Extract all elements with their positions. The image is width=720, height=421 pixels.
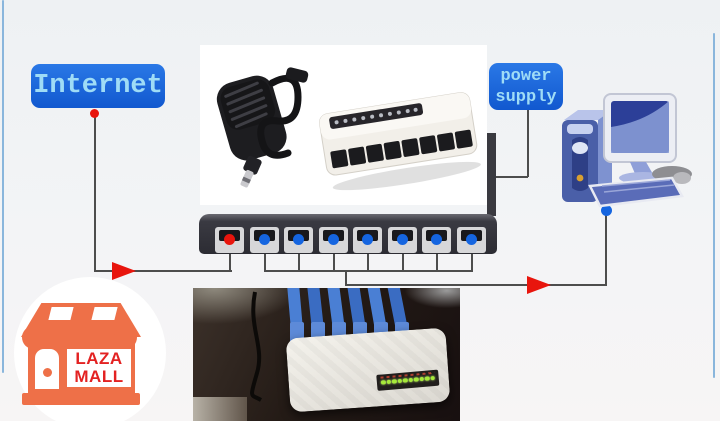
awning-window	[48, 307, 74, 320]
port-led-dot	[465, 233, 477, 245]
awning-window	[91, 307, 118, 320]
switch-port	[318, 227, 348, 253]
wire-port-bus	[263, 270, 473, 272]
port-led-dot	[362, 233, 373, 245]
port-led-dot	[431, 233, 442, 245]
wire-to-computer	[345, 284, 607, 286]
installed-switch-photo	[193, 288, 460, 421]
power-supply-label-line1: power	[500, 66, 552, 86]
store-base	[22, 393, 140, 405]
wire-port2-drop	[263, 250, 266, 272]
switch-port	[215, 227, 244, 253]
led-dot	[391, 379, 397, 384]
frame-right-line	[713, 33, 715, 378]
switch-port	[284, 227, 313, 253]
led-dot	[380, 379, 386, 385]
logo-text-line1: LAZA	[75, 349, 123, 368]
wire-port7-drop	[436, 250, 438, 272]
port-led-dot	[396, 233, 408, 245]
led-dot	[397, 378, 403, 384]
awning-scallop	[91, 326, 114, 349]
frame-left-line	[2, 0, 4, 373]
power-supply-label-box: power supply	[489, 63, 563, 110]
port-led-dot	[258, 233, 270, 245]
switch-port	[387, 227, 417, 253]
led-dot	[430, 375, 435, 381]
arrow-switch-to-computer	[527, 276, 551, 294]
internet-label: Internet	[33, 71, 163, 101]
awning-scallop	[114, 326, 137, 349]
logo-text-line2: MALL	[74, 367, 124, 386]
awning-scallop	[68, 326, 91, 349]
internet-node-dot	[89, 108, 99, 118]
wire-internet-down	[93, 116, 96, 271]
photo-corner-detail	[193, 397, 247, 421]
desktop-computer-illustration	[562, 93, 692, 208]
wire-port4-drop	[332, 250, 335, 272]
switch-port	[456, 227, 486, 253]
wire-port8-drop	[470, 250, 473, 272]
store-sign: LAZA MALL	[64, 346, 134, 390]
led-dot	[386, 379, 392, 385]
switch-port	[249, 227, 279, 253]
internet-label-box: Internet	[31, 64, 165, 108]
wire-bus-drop	[345, 270, 347, 286]
white-switch-photo	[319, 92, 481, 191]
switch-port	[422, 227, 451, 253]
wire-internet-across	[93, 270, 232, 272]
awning-scallop	[45, 326, 68, 349]
black-cable	[250, 291, 263, 402]
wire-port3-drop	[298, 250, 300, 272]
led-dot	[402, 378, 408, 383]
product-photo-inset	[200, 45, 487, 205]
led-dot	[408, 377, 413, 383]
switch-led-strip	[376, 369, 440, 391]
switch-ports-row	[215, 227, 486, 253]
port-led-dot	[224, 233, 235, 245]
power-supply-label-line2: supply	[495, 87, 557, 107]
white-switch-in-photo	[285, 327, 451, 413]
led-dot	[413, 377, 419, 382]
wire-computer-down	[605, 214, 607, 286]
ethernet-switch-front	[199, 214, 497, 254]
port-led-dot	[293, 233, 304, 245]
door-knob	[43, 368, 52, 377]
led-dot	[419, 376, 424, 382]
wire-port6-drop	[401, 250, 404, 272]
wire-power-across	[495, 175, 528, 178]
arrow-internet-to-switch	[112, 262, 136, 280]
power-cord-into-switch	[487, 133, 496, 216]
wire-port1-drop	[229, 250, 231, 272]
wire-port5-drop	[367, 250, 369, 272]
computer-node-dot	[600, 204, 612, 216]
port-led-dot	[327, 233, 339, 245]
laza-mall-logo: LAZA MALL	[14, 277, 166, 421]
power-adapter-photo	[216, 67, 309, 188]
led-dot	[424, 376, 430, 382]
awning-scallop	[22, 326, 45, 349]
wire-power-down	[526, 110, 529, 177]
switch-port	[353, 227, 382, 253]
